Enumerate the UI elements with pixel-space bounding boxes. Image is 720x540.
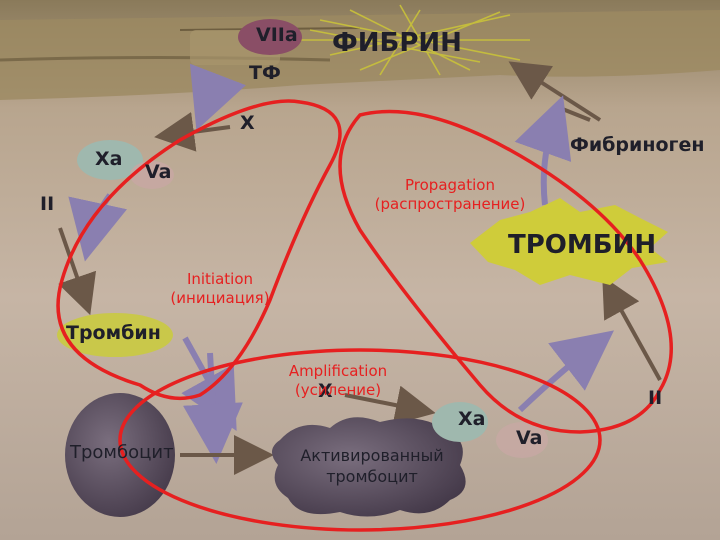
thrombin-small-label: Тромбин bbox=[66, 322, 161, 344]
fibrin-mesh bbox=[300, 4, 530, 76]
amplification-en: Amplification bbox=[288, 362, 388, 380]
factor-ii-left-label: II bbox=[40, 193, 55, 215]
fibrin-label: ФИБРИН bbox=[332, 28, 462, 58]
amplification-phase-label: Amplification (усиление) bbox=[278, 362, 398, 400]
propagation-phase-label: Propagation (распространение) bbox=[360, 176, 540, 214]
activated-platelet-label: Активированный тромбоцит bbox=[282, 446, 462, 488]
initiation-ru: (инициация) bbox=[170, 288, 270, 307]
va-molecule-right bbox=[496, 422, 548, 458]
factor-x-bottom-label: X bbox=[318, 380, 333, 402]
viia-label: VIIa bbox=[256, 24, 298, 46]
platelet-cell bbox=[65, 393, 175, 517]
platelet-label: Тромбоцит bbox=[70, 442, 174, 463]
amplification-outline bbox=[118, 348, 602, 532]
pathway-arrows bbox=[58, 61, 662, 475]
thrombin-big-label: ТРОМБИН bbox=[508, 230, 657, 260]
activated-platelet-cell bbox=[271, 417, 466, 517]
xa-molecule-left bbox=[77, 140, 143, 180]
thrombin-molecule-small bbox=[57, 313, 173, 357]
viia-molecule bbox=[238, 19, 302, 55]
amplification-ru: (усиление) bbox=[294, 380, 382, 399]
thrombin-star bbox=[470, 198, 668, 285]
xa-left-label: Xa bbox=[95, 148, 123, 170]
factor-ii-right-label: II bbox=[648, 387, 663, 409]
propagation-ru: (распространение) bbox=[374, 194, 526, 213]
xa-molecule-right bbox=[432, 402, 488, 442]
initiation-en: Initiation bbox=[186, 270, 254, 288]
initiation-phase-label: Initiation (инициация) bbox=[160, 270, 280, 308]
fibrinogen-label: Фибриноген bbox=[570, 134, 705, 156]
activated-platelet-label-line1: Активированный bbox=[300, 446, 444, 465]
xa-right-label: Xa bbox=[458, 408, 486, 430]
endothelium-layer bbox=[0, 10, 720, 100]
activated-platelet-label-line2: тромбоцит bbox=[326, 466, 418, 486]
factor-x-top-label: X bbox=[240, 112, 255, 134]
phase-outlines bbox=[56, 99, 673, 532]
propagation-en: Propagation bbox=[405, 176, 495, 194]
initiation-outline bbox=[56, 99, 342, 401]
tf-label: ТФ bbox=[249, 62, 281, 84]
propagation-outline bbox=[338, 109, 673, 434]
va-left-label: Va bbox=[145, 161, 172, 183]
va-right-label: Va bbox=[516, 427, 543, 449]
